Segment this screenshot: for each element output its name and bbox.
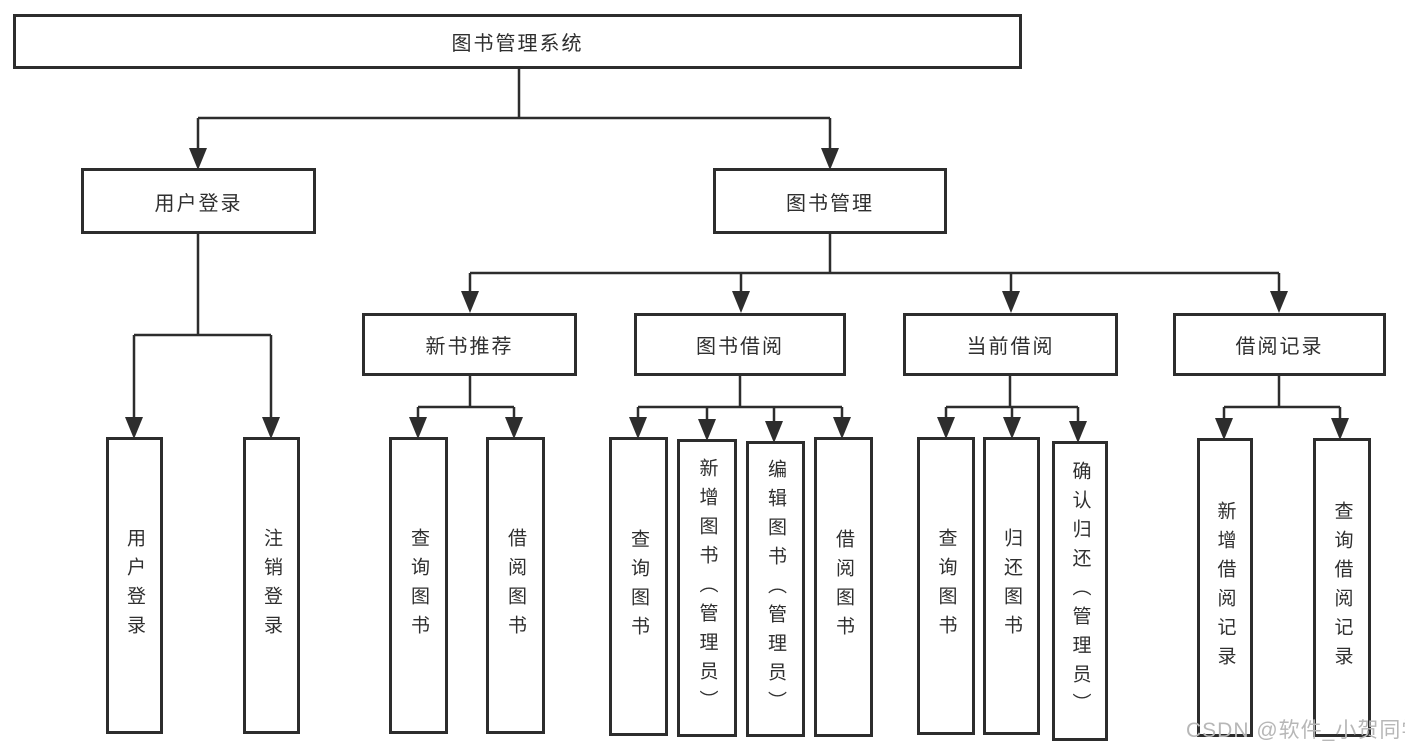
leaf-return-books: 归还图书 <box>983 437 1040 735</box>
node-borrowing-records: 借阅记录 <box>1173 313 1386 376</box>
leaf-edit-book-admin: 编辑图书（管理员） <box>746 441 805 737</box>
leaf-query-books-borrowing: 查询图书 <box>609 437 668 736</box>
node-user-login: 用户登录 <box>81 168 316 234</box>
node-new-book-recommend: 新书推荐 <box>362 313 577 376</box>
leaf-query-borrow-record: 查询借阅记录 <box>1313 438 1371 737</box>
node-book-management: 图书管理 <box>713 168 947 234</box>
watermark-text: CSDN @软件_小贺同学 <box>1186 719 1405 742</box>
leaf-user-login: 用户登录 <box>106 437 163 734</box>
leaf-borrow-books-recommend: 借阅图书 <box>486 437 545 734</box>
leaf-logout: 注销登录 <box>243 437 300 734</box>
node-book-borrowing: 图书借阅 <box>634 313 846 376</box>
leaf-add-borrow-record: 新增借阅记录 <box>1197 438 1253 737</box>
node-current-borrowing: 当前借阅 <box>903 313 1118 376</box>
leaf-query-books-current: 查询图书 <box>917 437 975 735</box>
node-library-management-system: 图书管理系统 <box>13 14 1022 69</box>
leaf-add-book-admin: 新增图书（管理员） <box>677 439 737 737</box>
arrowheads <box>125 148 1349 443</box>
leaf-confirm-return-admin: 确认归还（管理员） <box>1052 441 1108 741</box>
leaf-borrow-books: 借阅图书 <box>814 437 873 737</box>
leaf-query-books-recommend: 查询图书 <box>389 437 448 734</box>
